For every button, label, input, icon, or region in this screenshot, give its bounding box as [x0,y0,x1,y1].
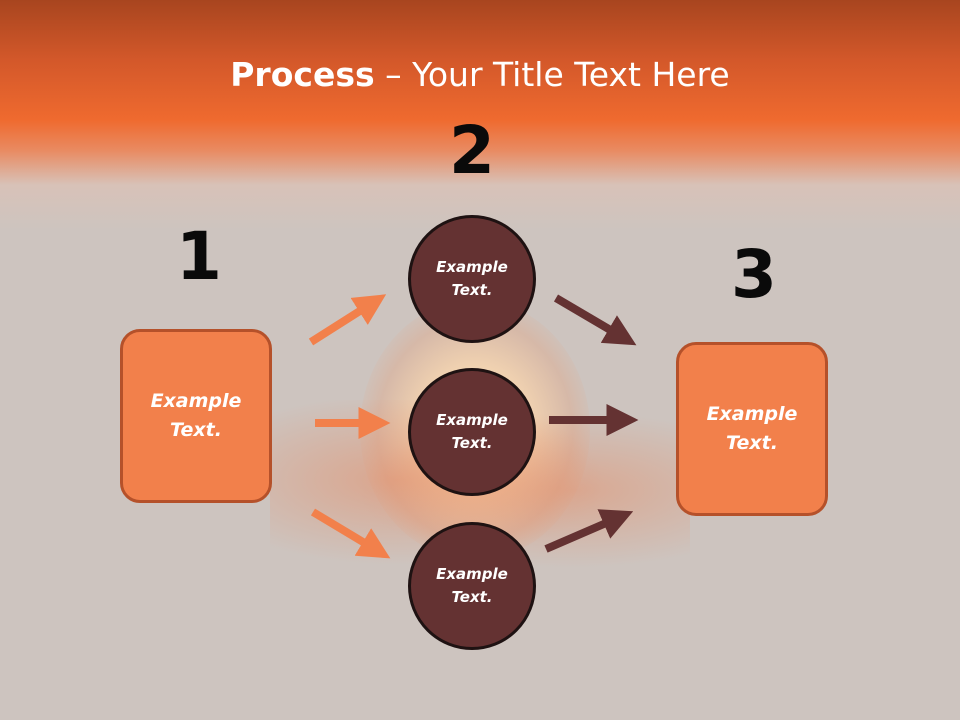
title-rest: – Your Title Text Here [374,55,730,94]
arrow-left-to-bottom [310,508,391,559]
circle-bottom: Example Text. [408,522,536,650]
arrow-top-to-right [553,294,637,346]
title-bold: Process [230,55,375,94]
right-box-text: Example Text. [706,403,798,454]
arrow-bottom-to-right [544,509,634,553]
circle-top: Example Text. [408,215,536,343]
slide-title: Process – Your Title Text Here [0,50,960,100]
left-box-text: Example Text. [150,390,242,441]
circle-middle: Example Text. [408,368,536,496]
step-number-1: 1 [176,218,222,295]
circle-middle-text: Example Text. [436,411,508,452]
circle-bottom-text: Example Text. [436,565,508,606]
right-box: Example Text. [676,342,828,516]
arrow-left-to-top [308,294,387,346]
left-box: Example Text. [120,329,272,503]
step-number-3: 3 [731,236,777,313]
step-number-2: 2 [449,112,495,189]
circle-top-text: Example Text. [436,258,508,299]
